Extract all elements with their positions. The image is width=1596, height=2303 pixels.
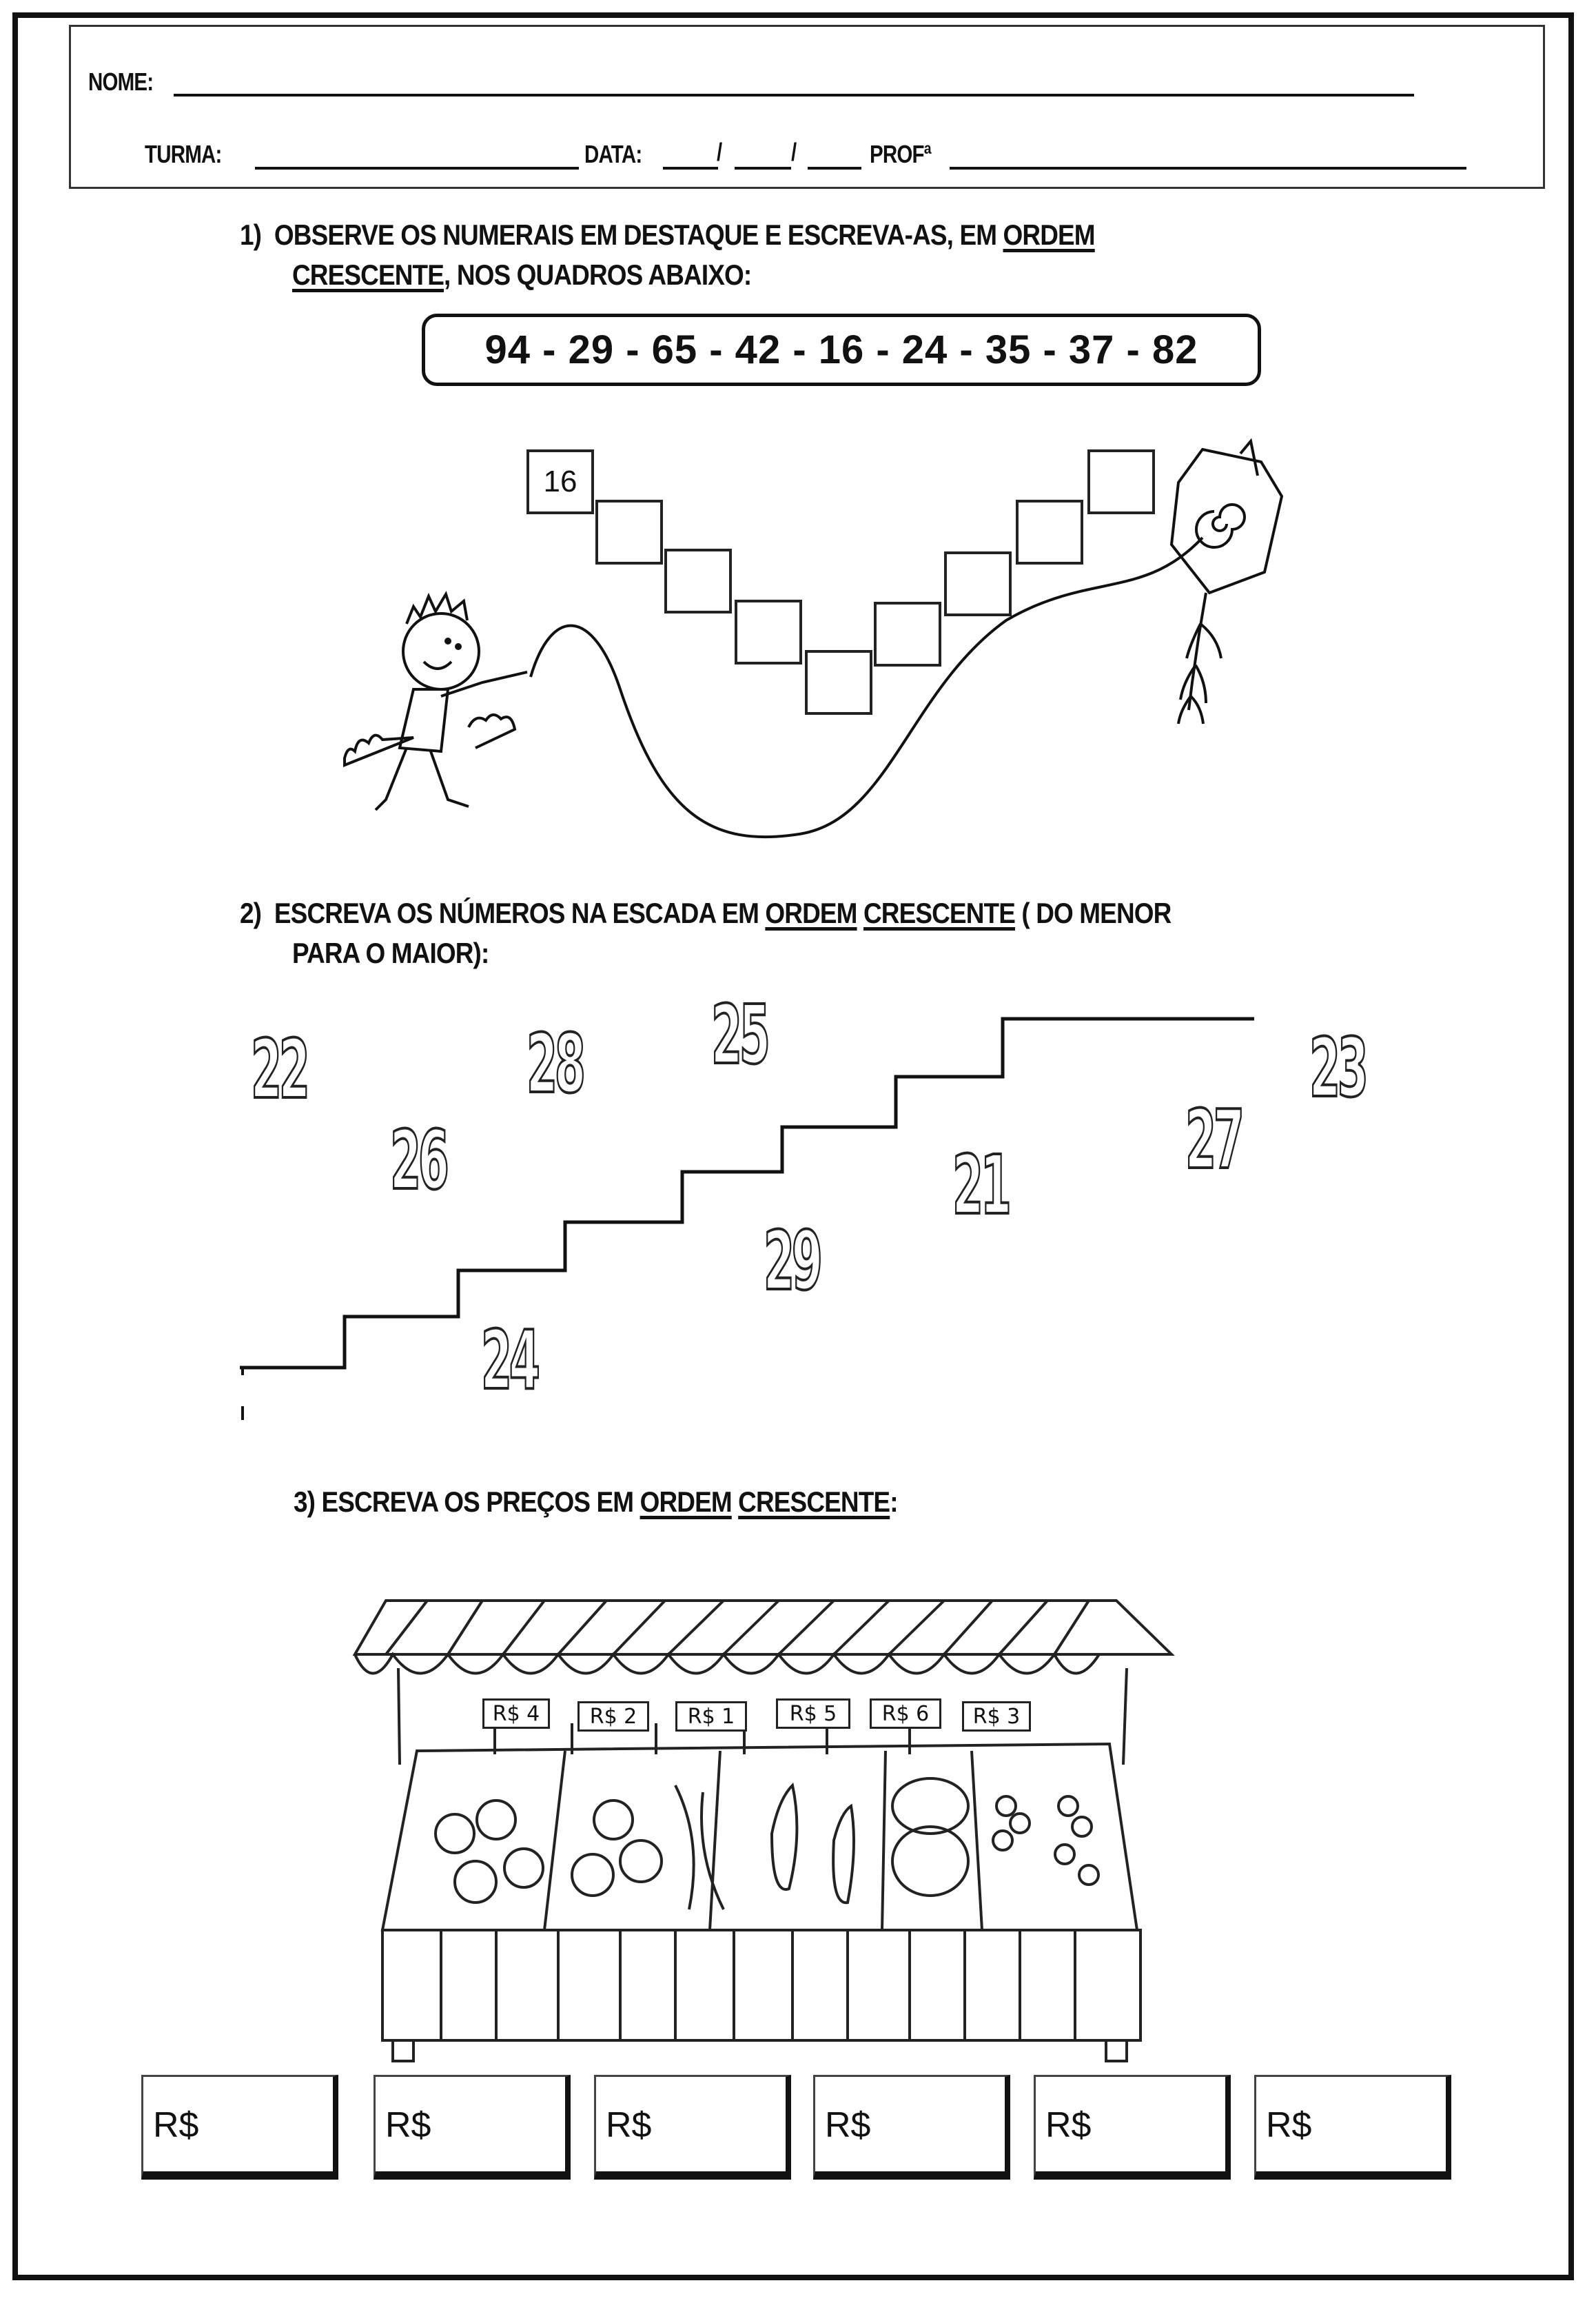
student-info-header — [69, 25, 1545, 189]
name-field[interactable] — [174, 94, 1414, 97]
stair-number: 23 — [1309, 1020, 1369, 1115]
stair-number: 29 — [763, 1213, 823, 1308]
kite-answer-box[interactable] — [1016, 500, 1083, 565]
question-text: 3) ESCREVA OS PREÇOS EM — [294, 1485, 640, 1518]
date-separator: / — [791, 138, 797, 166]
kite-answer-box[interactable] — [805, 650, 872, 715]
kite-answer-box[interactable]: 16 — [526, 449, 594, 514]
underlined-word: CRESCENTE — [738, 1485, 890, 1518]
currency-label: R$ — [825, 2105, 871, 2145]
currency-label: R$ — [1045, 2105, 1092, 2145]
highlighted-numbers: 94 - 29 - 65 - 42 - 16 - 24 - 35 - 37 - … — [484, 327, 1198, 372]
question-1-title: 1) OBSERVE OS NUMERAIS EM DESTAQUE E ESC… — [240, 215, 1096, 255]
date-month-field[interactable] — [735, 167, 791, 170]
stair-number: 25 — [710, 987, 771, 1082]
currency-label: R$ — [1266, 2105, 1312, 2145]
kite-answer-box[interactable] — [1087, 449, 1155, 514]
date-day-field[interactable] — [663, 167, 718, 170]
underlined-word: CRESCENTE — [292, 258, 444, 291]
price-answer-box[interactable]: R$ — [813, 2075, 1010, 2180]
question-1-title-line2: CRESCENTE, NOS QUADROS ABAIXO: — [292, 255, 752, 295]
date-year-field[interactable] — [808, 167, 861, 170]
currency-label: R$ — [606, 2105, 652, 2145]
price-tag: R$ 4 — [482, 1698, 550, 1729]
underlined-word: ORDEM — [640, 1485, 733, 1518]
price-tag: R$ 6 — [870, 1698, 941, 1729]
question-text: : — [890, 1485, 898, 1518]
stair-number: 21 — [952, 1137, 1012, 1232]
question-number: 2) — [240, 897, 262, 929]
teacher-label: PROFª — [870, 140, 932, 168]
boy-with-kite-illustration — [343, 438, 1284, 839]
question-3-title: 3) ESCREVA OS PREÇOS EM ORDEM CRESCENTE: — [294, 1482, 899, 1522]
stair-number: 26 — [389, 1113, 450, 1208]
stair-number: 27 — [1185, 1092, 1245, 1187]
price-answer-box[interactable]: R$ — [1254, 2075, 1451, 2180]
question-text: PARA O MAIOR): — [292, 937, 489, 969]
staircase — [240, 1017, 1254, 1420]
page-border — [12, 12, 1574, 2280]
price-tag: R$ 5 — [776, 1698, 850, 1729]
price-answer-box[interactable]: R$ — [141, 2075, 338, 2180]
underlined-word: ORDEM — [1003, 219, 1096, 251]
question-text: ( DO MENOR — [1014, 897, 1172, 929]
price-tag: R$ 3 — [962, 1701, 1031, 1732]
underlined-word: CRESCENTE — [863, 897, 1016, 929]
box-value: 16 — [543, 465, 577, 498]
underlined-word: ORDEM — [765, 897, 857, 929]
price-tag: R$ 1 — [675, 1701, 747, 1732]
class-label: TURMA: — [145, 140, 222, 168]
question-text: ESCREVA OS NÚMEROS NA ESCADA EM — [274, 897, 766, 929]
stair-number: 22 — [250, 1022, 311, 1117]
question-2-title-line2: PARA O MAIOR): — [292, 933, 489, 973]
price-answer-box[interactable]: R$ — [594, 2075, 791, 2180]
question-2-title: 2) ESCREVA OS NÚMEROS NA ESCADA EM ORDEM… — [240, 893, 1172, 933]
kite-answer-box[interactable] — [735, 600, 802, 664]
teacher-field[interactable] — [950, 167, 1466, 170]
currency-label: R$ — [385, 2105, 431, 2145]
price-answer-box[interactable]: R$ — [374, 2075, 571, 2180]
name-label: NOME: — [88, 68, 154, 96]
question-number: 1) — [240, 219, 262, 251]
kite-answer-box[interactable] — [874, 602, 941, 667]
highlighted-numbers-box: 94 - 29 - 65 - 42 - 16 - 24 - 35 - 37 - … — [422, 314, 1261, 386]
kite-answer-box[interactable] — [595, 500, 663, 565]
price-tag: R$ 2 — [577, 1701, 649, 1732]
class-field[interactable] — [255, 167, 579, 170]
price-answer-box[interactable]: R$ — [1034, 2075, 1231, 2180]
stair-number: 28 — [526, 1016, 586, 1111]
question-text: OBSERVE OS NUMERAIS EM DESTAQUE E ESCREV… — [274, 219, 1003, 251]
date-label: DATA: — [584, 140, 642, 168]
fruit-stall-illustration — [352, 1599, 1175, 2062]
currency-label: R$ — [153, 2105, 199, 2145]
stair-number: 24 — [480, 1312, 541, 1408]
kite-answer-box[interactable] — [664, 549, 732, 613]
date-separator: / — [717, 138, 722, 166]
kite-answer-box[interactable] — [944, 551, 1012, 616]
question-text: , NOS QUADROS ABAIXO: — [444, 258, 752, 291]
